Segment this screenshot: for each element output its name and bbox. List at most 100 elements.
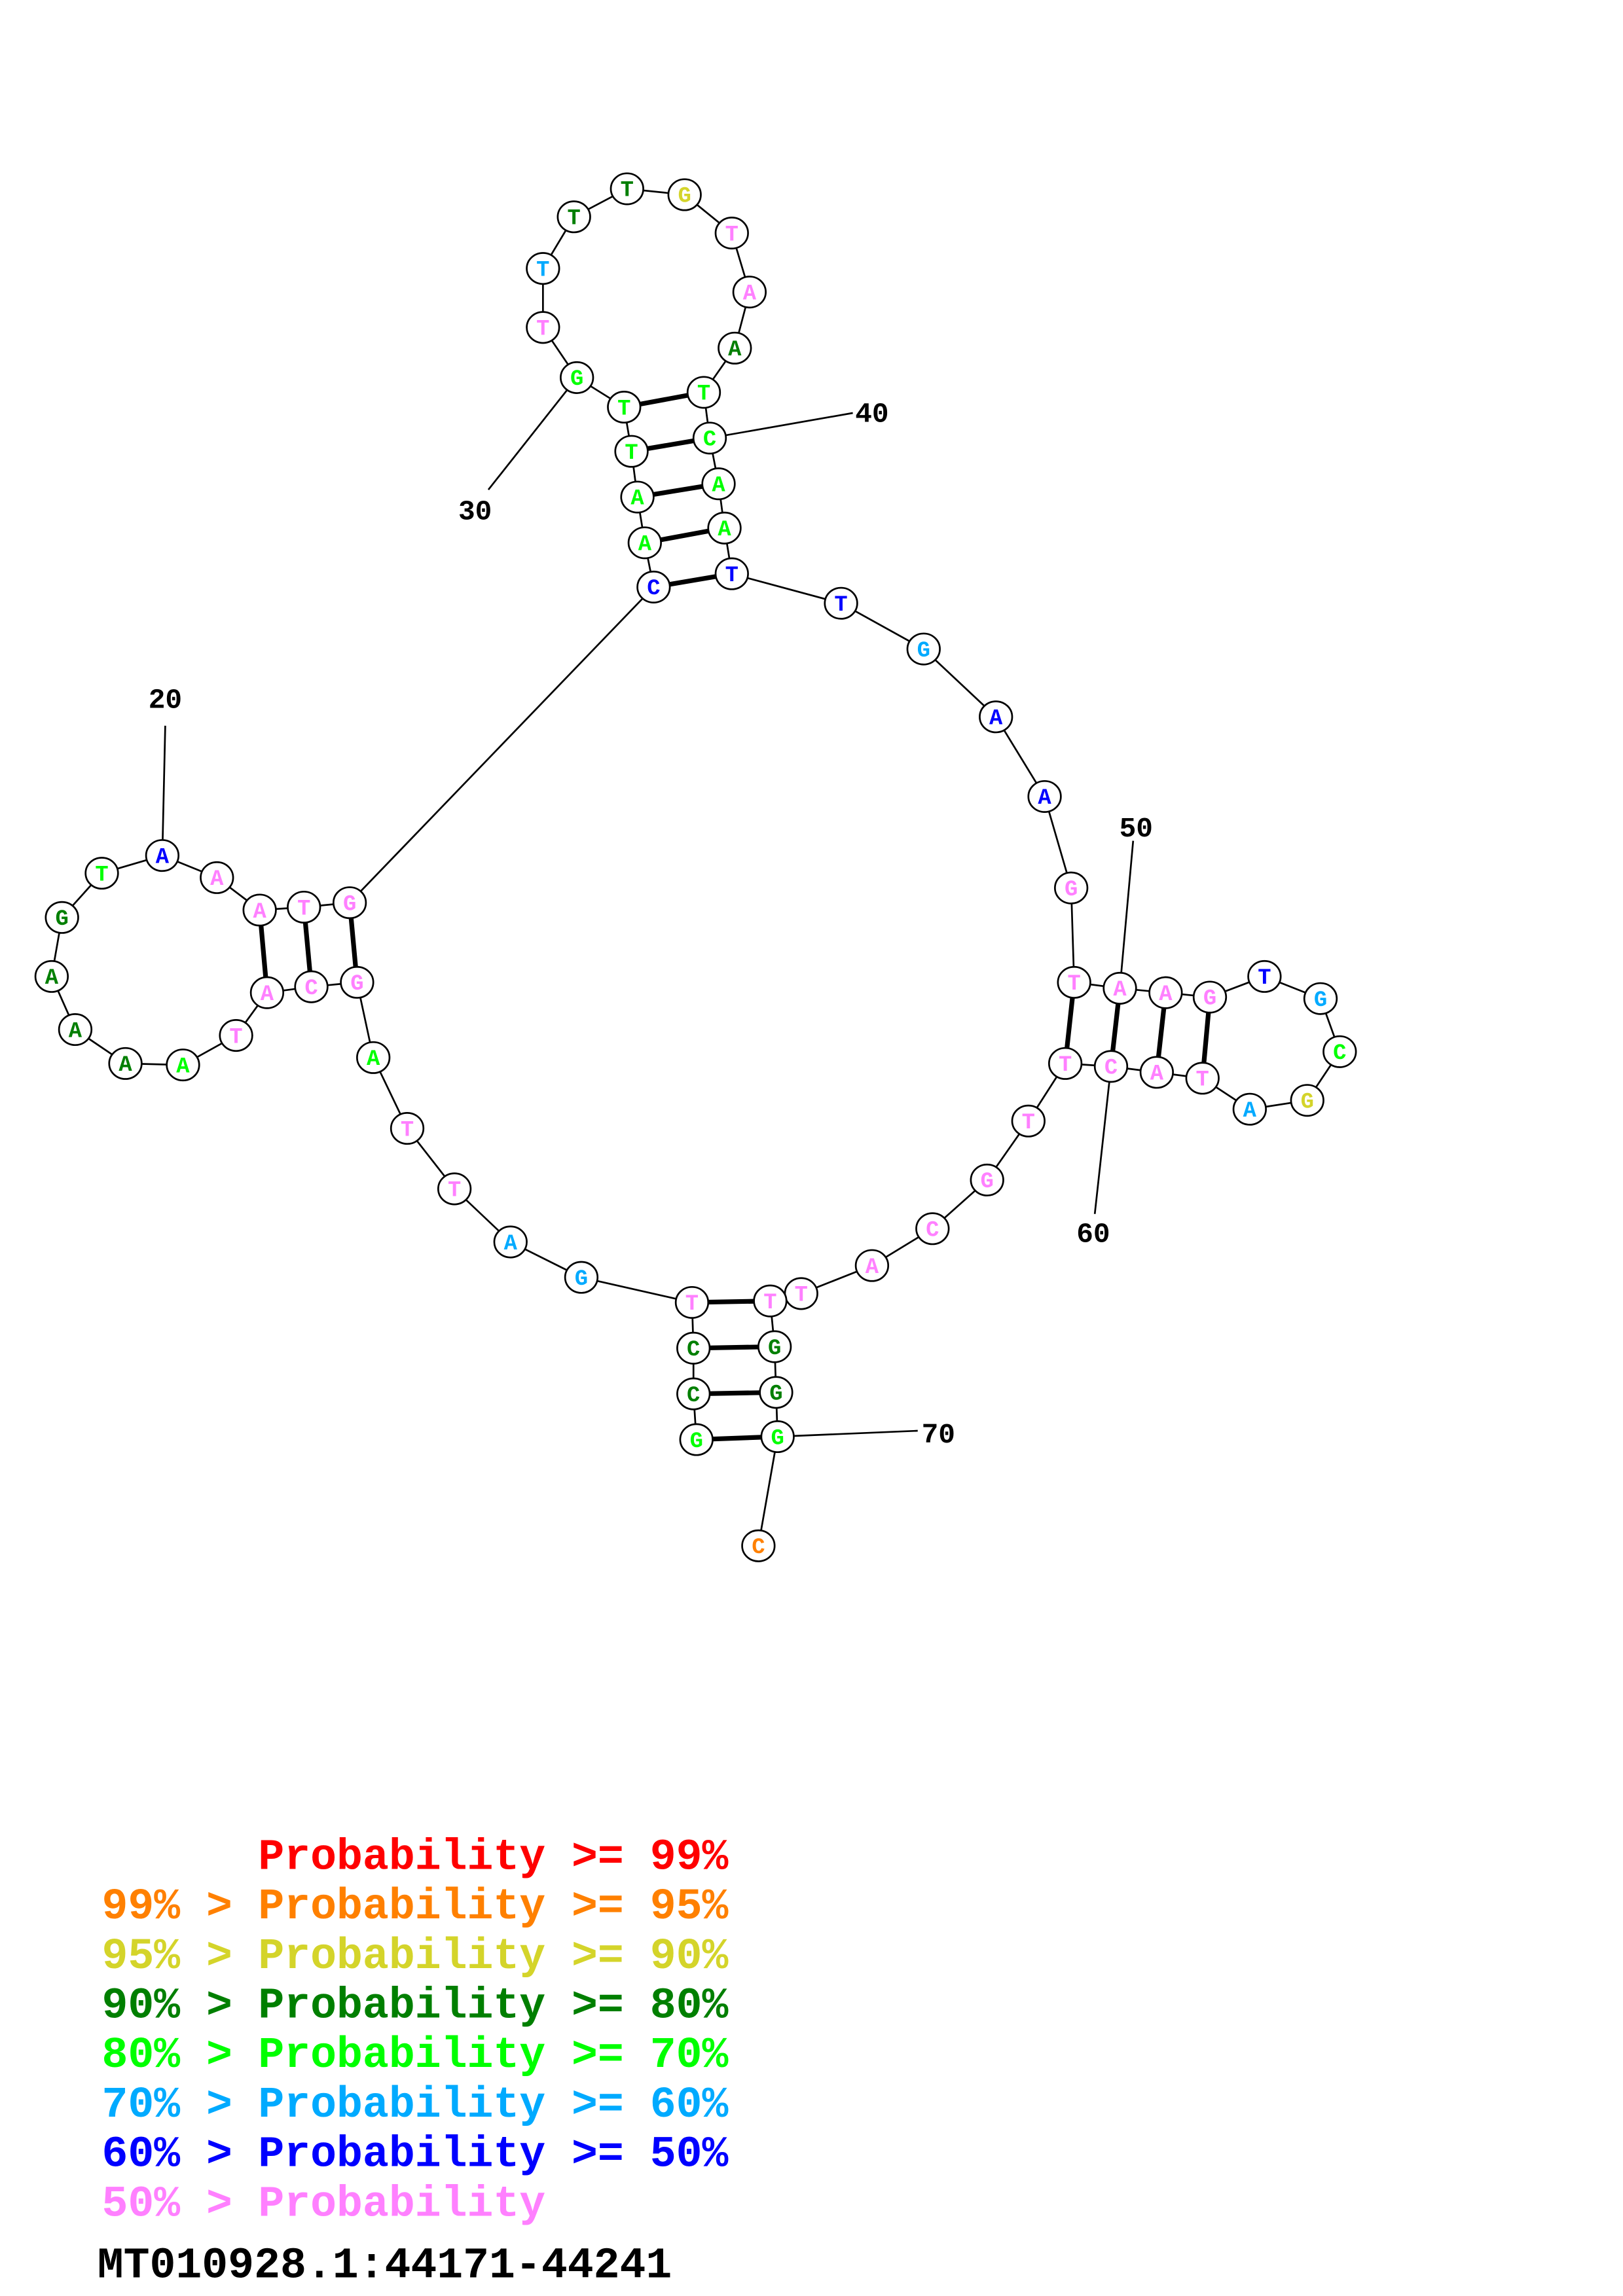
nucleotide-circle: [753, 1284, 788, 1318]
nucleotide-letter: A: [1113, 978, 1127, 1003]
nucleotide-circle: [1027, 780, 1062, 813]
nucleotide-letter: T: [617, 397, 630, 422]
nucleotide: A: [1027, 780, 1062, 813]
nucleotide-letter: G: [771, 1426, 784, 1451]
nucleotide-letter: T: [297, 897, 310, 922]
nucleotide-letter: A: [253, 900, 266, 925]
nucleotide: C: [915, 1212, 950, 1246]
nucleotide-letter: T: [401, 1118, 414, 1143]
nucleotide: T: [1057, 965, 1091, 999]
nucleotide-letter: G: [1065, 878, 1078, 903]
nucleotide-circle: [759, 1376, 793, 1409]
nucleotide: A: [242, 893, 277, 927]
nucleotide-circle: [1053, 871, 1089, 905]
nucleotide: T: [610, 172, 644, 206]
nucleotide: T: [390, 1112, 425, 1145]
nucleotide-circle: [620, 480, 655, 514]
nucleotide-circle: [1093, 1050, 1129, 1083]
nucleotide: A: [707, 511, 742, 545]
nucleotide-circle: [84, 857, 119, 890]
probability-legend: Probability >= 99%99% > Probability >= 9…: [102, 1833, 729, 2229]
nucleotide-letter: A: [210, 867, 224, 892]
nucleotide-letter: T: [1196, 1068, 1209, 1093]
nucleotide: T: [686, 376, 721, 409]
position-tick: [487, 377, 578, 491]
legend-entry: 80% > Probability >= 70%: [102, 2031, 729, 2080]
nucleotide-letter: G: [575, 1267, 588, 1292]
nucleotide: T: [784, 1277, 818, 1310]
nucleotide-letter: T: [1258, 966, 1271, 991]
nucleotide-letter: A: [261, 982, 274, 1007]
nucleotide-circle: [145, 839, 180, 872]
nucleotide-circle: [686, 376, 721, 409]
nucleotide: T: [607, 390, 642, 424]
nucleotide-circle: [294, 970, 329, 1003]
nucleotide-letter: G: [690, 1429, 703, 1454]
nucleotide-circle: [732, 276, 767, 309]
position-tick: [161, 725, 166, 856]
nucleotide: A: [200, 861, 234, 894]
nucleotide: C: [676, 1331, 711, 1365]
nucleotide-letter: T: [95, 863, 108, 888]
nucleotide-letter: G: [678, 185, 691, 209]
nucleotide-letter: G: [1301, 1090, 1314, 1115]
nucleotide-letter: A: [989, 707, 1003, 732]
nucleotide: G: [45, 901, 79, 934]
nucleotide: T: [556, 200, 591, 234]
nucleotide-letter: T: [568, 207, 581, 232]
nucleotide-circle: [437, 1172, 472, 1206]
nucleotide: C: [1322, 1035, 1357, 1068]
base-pairs: [257, 389, 1213, 1443]
nucleotide-circle: [58, 1013, 93, 1047]
nucleotide: G: [760, 1420, 795, 1454]
legend-prefix: 70% >: [102, 2081, 259, 2130]
nucleotide-circle: [1185, 1062, 1220, 1095]
nucleotide-circle: [34, 960, 69, 993]
nucleotide: T: [1011, 1104, 1046, 1138]
legend-entry: 95% > Probability >= 90%: [102, 1932, 729, 1981]
nucleotide-letter: C: [926, 1219, 939, 1244]
nucleotide-circle: [757, 1330, 792, 1363]
nucleotide: A: [1232, 1092, 1267, 1126]
nucleotide-letter: A: [866, 1255, 879, 1280]
nucleotide-letter: A: [504, 1232, 518, 1257]
legend-text: Probability >= 60%: [258, 2081, 728, 2130]
nucleotide-circle: [560, 361, 594, 394]
nucleotide-letter: A: [1159, 982, 1173, 1007]
nucleotide-circle: [287, 890, 321, 924]
nucleotide-letter: A: [1150, 1062, 1164, 1087]
nucleotide-circle: [1011, 1104, 1046, 1138]
nucleotide: A: [145, 839, 180, 872]
position-label: 60: [1076, 1219, 1110, 1251]
nucleotide-circle: [692, 422, 727, 455]
position-tick: [709, 412, 853, 439]
nucleotide-circle: [249, 976, 285, 1009]
nucleotide-letter: G: [350, 972, 363, 997]
nucleotide-letter: G: [1314, 988, 1327, 1013]
nucleotide-letter: A: [728, 338, 742, 363]
backbone-segment: [731, 573, 841, 605]
nucleotide-circle: [718, 331, 752, 365]
nucleotide: T: [1185, 1062, 1220, 1095]
legend-entry: 99% > Probability >= 95%: [102, 1882, 729, 1931]
nucleotide-circle: [701, 467, 736, 501]
nucleotide-letter: C: [647, 577, 660, 601]
nucleotide-letter: G: [343, 892, 356, 917]
legend-entry: 90% > Probability >= 80%: [102, 1982, 729, 2031]
nucleotide-circle: [607, 390, 642, 424]
nucleotide: C: [692, 422, 727, 455]
nucleotide: T: [1247, 960, 1282, 993]
nucleotide-letter: C: [703, 428, 716, 453]
nucleotide: T: [219, 1019, 253, 1052]
nucleotide: G: [564, 1261, 599, 1294]
legend-prefix: 95% >: [102, 1932, 259, 1981]
legend-prefix: 99% >: [102, 1882, 259, 1931]
nucleotide-letter: T: [229, 1025, 242, 1050]
nucleotide-letter: G: [981, 1170, 994, 1194]
nucleotide: G: [340, 965, 374, 999]
nucleotide-letter: A: [176, 1054, 190, 1079]
nucleotide: G: [970, 1163, 1004, 1196]
nucleotide: C: [1093, 1050, 1129, 1083]
nucleotide: A: [356, 1041, 391, 1074]
nucleotide-circle: [906, 632, 941, 666]
